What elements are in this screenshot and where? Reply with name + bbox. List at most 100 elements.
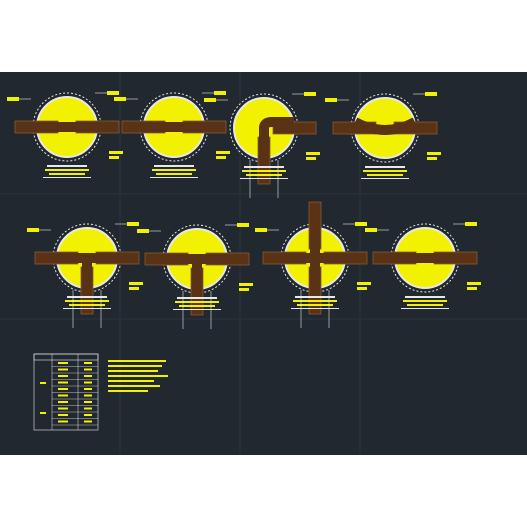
title-line [246, 174, 282, 176]
side-note [306, 157, 316, 160]
note-line [108, 380, 154, 382]
cad-drawing [0, 72, 527, 455]
detail-title [401, 296, 449, 309]
title-line [156, 173, 192, 175]
underline [361, 178, 409, 179]
title-line [293, 300, 337, 302]
detail-title [173, 297, 221, 310]
table-cell [58, 368, 68, 371]
table-cell [58, 381, 68, 384]
underline [150, 177, 198, 178]
title-line [407, 304, 443, 306]
side-note [239, 288, 249, 291]
table-cell [84, 375, 92, 377]
title-line [177, 297, 217, 299]
schedule-table [33, 353, 99, 431]
title-line [244, 166, 284, 168]
manhole-detail [325, 92, 441, 179]
callout-tag [425, 92, 437, 96]
callout-tag [325, 98, 337, 102]
table-cell [58, 420, 68, 423]
title-line [49, 173, 85, 175]
detail-title [43, 165, 91, 178]
manhole-detail [137, 223, 253, 316]
manhole-detail [114, 91, 230, 178]
underline [291, 308, 339, 309]
side-note [306, 152, 320, 155]
table-cell [58, 388, 68, 390]
callout-tag [137, 229, 149, 233]
note-line [108, 365, 162, 367]
table-group-label [40, 382, 46, 384]
callout-tag [355, 222, 367, 226]
detail-title [240, 166, 288, 179]
table-cell [58, 375, 68, 377]
drawing-canvas [0, 72, 527, 455]
callout-tag [7, 97, 19, 101]
table-cell [58, 407, 68, 410]
underline [240, 178, 288, 179]
bent-channel [352, 117, 418, 135]
callout-tag [107, 91, 119, 95]
table-cell [84, 362, 92, 364]
detail-title [63, 296, 111, 309]
channel-branch [310, 258, 320, 288]
title-line [179, 305, 215, 307]
note-line [108, 360, 166, 362]
title-line [297, 304, 333, 306]
channel-branch [310, 228, 320, 258]
callout-tag [237, 223, 249, 227]
title-line [403, 300, 447, 302]
channel [37, 122, 97, 132]
channel [395, 253, 455, 263]
side-note [357, 287, 367, 290]
notes-block [108, 360, 168, 392]
channel-branch [82, 258, 92, 288]
callout-tag [465, 222, 477, 226]
note-line [108, 370, 158, 372]
elbow-channel [259, 117, 294, 158]
callout-tag [214, 91, 226, 95]
underline [173, 309, 221, 310]
side-note [239, 283, 253, 286]
title-line [152, 169, 196, 171]
title-line [242, 170, 286, 172]
manhole-detail [27, 222, 143, 315]
side-note [129, 287, 139, 290]
callout-tag [255, 228, 267, 232]
table-cell [84, 420, 92, 423]
table-cell [84, 407, 92, 410]
note-line [108, 375, 168, 377]
side-note [216, 151, 230, 154]
table-cell [84, 394, 92, 397]
title-line [295, 296, 335, 298]
title-line [363, 170, 407, 172]
table-cell [58, 362, 68, 364]
callout-tag [127, 222, 139, 226]
manhole-detail [255, 201, 371, 315]
table-cell [84, 414, 92, 416]
side-note [216, 156, 226, 159]
callout-tag [304, 92, 316, 96]
title-line [154, 165, 194, 167]
side-note [109, 156, 119, 159]
side-note [467, 282, 481, 285]
table-cell [84, 401, 92, 403]
table-header [33, 353, 99, 361]
title-line [175, 301, 219, 303]
title-line [69, 304, 105, 306]
callout-tag [27, 228, 39, 232]
side-note [427, 152, 441, 155]
channel-branch [192, 259, 202, 289]
side-note [129, 282, 143, 285]
callout-tag [204, 98, 216, 102]
side-note [109, 151, 123, 154]
detail-title [150, 165, 198, 178]
table-cell [84, 388, 92, 390]
title-line [47, 165, 87, 167]
table-cell [58, 414, 68, 416]
side-note [427, 157, 437, 160]
table-group-label [40, 412, 46, 414]
note-line [108, 385, 160, 387]
side-note [357, 282, 371, 285]
